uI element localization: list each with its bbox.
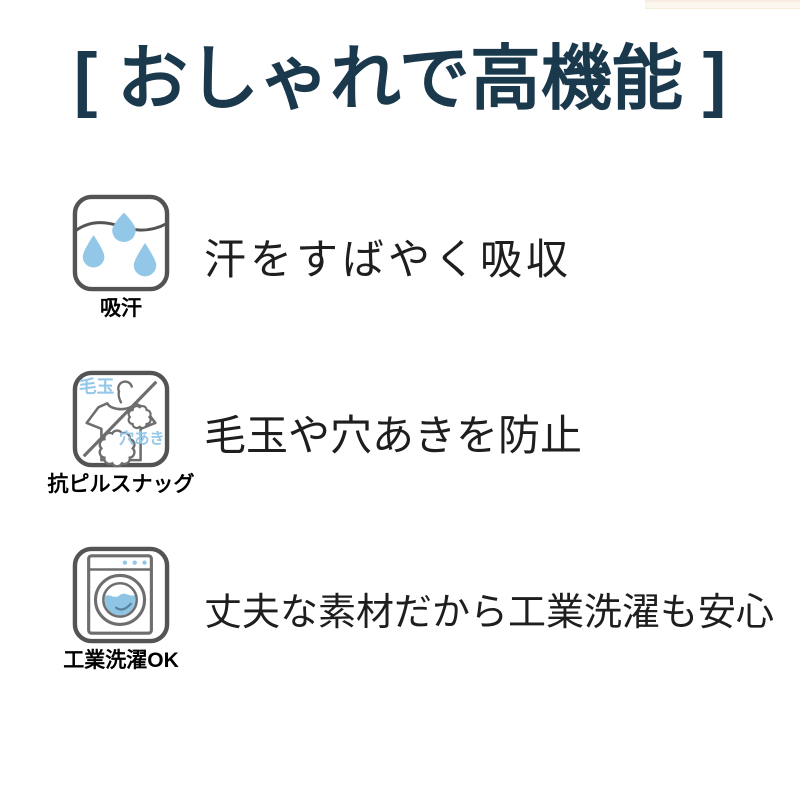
industrial-wash-icon-block: 工業洗濯OK: [54, 546, 188, 672]
feature-row-industrial-wash: 工業洗濯OK 丈夫な素材だから工業洗濯も安心: [54, 546, 800, 672]
anti-pill-snag-description: 毛玉や穴あきを防止: [204, 412, 583, 460]
pilling-text: 毛玉: [79, 375, 115, 396]
anti-pill-snag-icon-label: 抗ピルスナッグ: [47, 472, 195, 496]
page-title: [ おしゃれで高機能 ]: [73, 40, 727, 119]
feature-row-sweat-absorption: 吸汗 汗をすばやく吸収: [54, 194, 800, 320]
feature-row-anti-pill-snag: 毛玉 穴あき 抗ピルスナッグ 毛玉や穴あきを防止: [48, 370, 800, 496]
industrial-wash-icon-label: 工業洗濯OK: [63, 648, 179, 672]
sweat-absorption-icon-label: 吸汗: [100, 296, 142, 320]
water-drops-icon: [72, 194, 170, 291]
no-pilling-shirt-icon: 毛玉 穴あき: [72, 370, 170, 467]
sweat-absorption-icon-block: 吸汗: [54, 194, 188, 320]
anti-pill-snag-icon-block: 毛玉 穴あき 抗ピルスナッグ: [48, 370, 195, 496]
feature-list: 吸汗 汗をすばやく吸収 毛玉 穴あき 抗ピルスナッグ 毛玉や穴あきを防止: [0, 194, 800, 672]
top-right-artifact-strip: [645, 0, 800, 9]
industrial-wash-description: 丈夫な素材だから工業洗濯も安心: [204, 592, 775, 635]
washing-machine-icon: [72, 546, 170, 643]
sweat-absorption-description: 汗をすばやく吸収: [204, 236, 573, 284]
holes-text: 穴あき: [119, 429, 165, 447]
